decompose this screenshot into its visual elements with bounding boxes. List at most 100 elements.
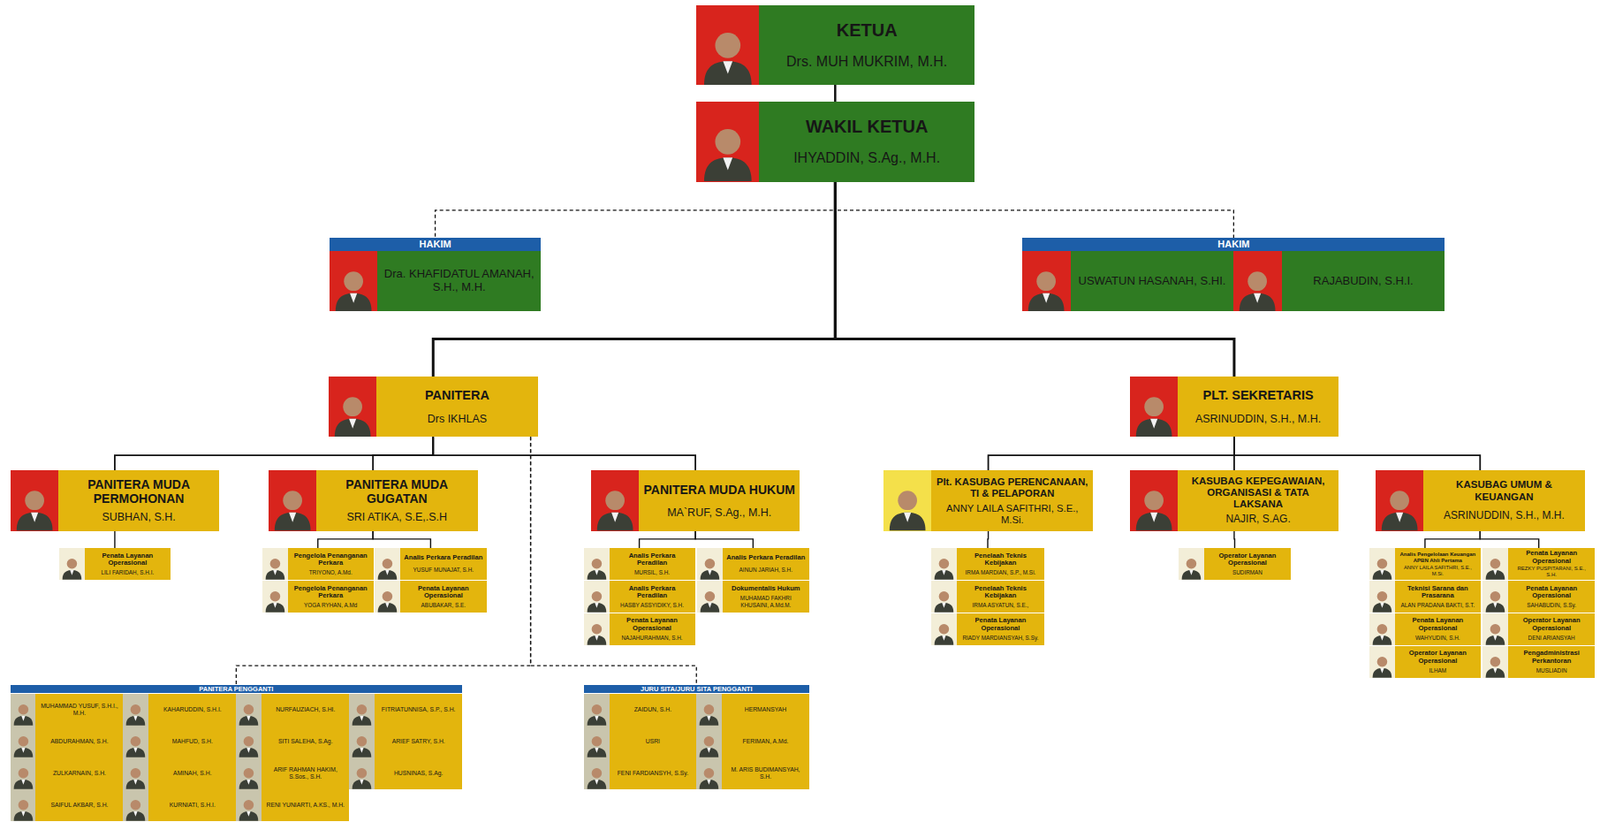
portrait-figure — [268, 470, 317, 531]
person-name: USWATUN HASANAH, S.HI. — [1074, 274, 1231, 289]
text-panel: NURFAUZIACH, S.HI. — [261, 693, 349, 726]
text-panel: ZULKARNAIN, S.H. — [35, 757, 123, 789]
head-box: PANITERADrs IKHLAS — [328, 376, 539, 437]
role-title: Penata Layanan Operasional — [403, 584, 484, 600]
staff-box: Operator Layanan OperasionalSUDIRMAN — [1178, 547, 1291, 580]
portrait-photo — [235, 757, 262, 789]
text-panel: MAHFUD, S.H. — [148, 725, 236, 758]
clerk-box: SAIFUL AKBAR, S.H. — [10, 788, 124, 821]
portrait-photo — [10, 470, 59, 531]
text-panel: KURNIATI, S.H.I. — [148, 788, 236, 821]
portrait-figure — [328, 376, 377, 437]
staff-box: Penata Layanan OperasionalRIADY MARDIANS… — [931, 613, 1044, 645]
text-panel: PANITERA MUDA GUGATAN SRI ATIKA, S.E,.S.H — [316, 470, 478, 531]
text-panel: Pengadministrasi PerkantoranMUSLIADIN — [1508, 645, 1595, 678]
person-name: ASRINUDDIN, S.H., M.H. — [1426, 509, 1581, 523]
person-name: SUDIRMAN — [1207, 568, 1288, 576]
header-band: PANITERA PENGGANTI — [10, 684, 463, 693]
text-panel: AMINAH, S.H. — [148, 757, 236, 789]
portrait-photo — [374, 547, 401, 580]
portrait-figure — [1369, 580, 1396, 613]
portrait-photo — [1369, 547, 1396, 580]
unit-head-box: KASUBAG UMUM & KEUANGAN ASRINUDDIN, S.H.,… — [1375, 470, 1585, 531]
org-connector — [318, 530, 373, 549]
person-name: IRMA ASYATUN, S.E., — [960, 601, 1040, 608]
role-title: Pengadministrasi Perkantoran — [1511, 649, 1592, 665]
portrait-photo — [696, 693, 722, 726]
judge-box: RAJABUDIN, S.H.I. — [1233, 250, 1445, 311]
portrait-photo — [931, 547, 957, 580]
role-title: WAKIL KETUA — [762, 116, 971, 137]
clerk-panel: PANITERA PENGGANTI MUHAMMAD YUSUF, S.H.I.… — [10, 684, 463, 821]
portrait-figure — [1369, 613, 1396, 645]
unit-head-box: PANITERA MUDA PERMOHONANSUBHAN, S.H. — [10, 470, 220, 531]
text-panel: Penata Layanan OperasionalRIADY MARDIANS… — [956, 613, 1044, 645]
clerk-box: KURNIATI, S.H.I. — [122, 788, 236, 821]
portrait-photo — [696, 725, 722, 758]
org-connector — [372, 530, 431, 549]
person-name: HAKIM — [1217, 239, 1250, 250]
clerk-box: AMINAH, S.H. — [122, 757, 236, 789]
person-name: SAHABUDIN, S.Sy. — [1511, 601, 1592, 608]
portrait-figure — [122, 757, 149, 789]
portrait-figure — [591, 470, 639, 531]
org-connector — [834, 181, 1234, 239]
person-name: MUHAMMAD YUSUF, S.H.I., M.H. — [38, 702, 120, 717]
portrait-figure — [262, 547, 289, 580]
portrait-figure — [10, 470, 59, 531]
portrait-figure — [348, 725, 375, 758]
portrait-photo — [122, 788, 149, 821]
staff-box: Operator Layanan OperasionalDENI ARIANSY… — [1482, 613, 1595, 645]
bailiff-box: USRI — [583, 725, 698, 758]
role-title: Penata Layanan Operasional — [960, 616, 1040, 632]
text-panel: Operator Layanan OperasionalDENI ARIANSY… — [1508, 613, 1595, 645]
person-name: SRI ATIKA, S.E,.S.H — [319, 510, 474, 524]
portrait-photo — [883, 470, 932, 531]
person-name: WAHYUDIN, S.H. — [1398, 634, 1478, 641]
text-panel: Penata Layanan OperasionalABUBAKAR, S.E. — [400, 580, 487, 613]
person-name: RAJABUDIN, S.H.I. — [1285, 274, 1442, 289]
staff-box: Penata Layanan OperasionalREZKY PUSPITAR… — [1482, 547, 1595, 580]
text-panel: Dokumentalis HukumMUHAMAD FAKHRI KHUSAIN… — [722, 580, 810, 613]
text-panel: PANITERA MUDA PERMOHONANSUBHAN, S.H. — [58, 470, 220, 531]
role-title: PANITERA MUDA GUGATAN — [319, 477, 474, 506]
person-name: ANNY LAILA SAFITHRI, S.E., M.Si. — [934, 502, 1089, 526]
person-name: YOGA RYHAN, A.Md — [291, 601, 371, 608]
text-panel: ZAIDUN, S.H. — [609, 693, 698, 726]
judge-box: USWATUN HASANAH, S.HI. — [1022, 250, 1234, 311]
text-panel: Analis Pengelolaan Keuangan APBN Ahli Pe… — [1395, 547, 1481, 580]
person-name: ILHAM — [1398, 667, 1478, 674]
text-panel: Analis Perkara PeradilanAINUN JARIAH, S.… — [722, 547, 810, 580]
portrait-figure — [235, 693, 262, 726]
staff-box: Penata Layanan OperasionalLILI FARIDAH, … — [59, 547, 171, 580]
portrait-figure — [374, 580, 401, 613]
role-title: Analis Perkara Peradilan — [403, 553, 484, 562]
role-title: Analis Perkara Peradilan — [726, 553, 806, 562]
portrait-figure — [1482, 547, 1509, 580]
bailiff-box: ZAIDUN, S.H. — [583, 693, 698, 726]
person-name: ALAN PRADANA BAKTI, S.T. — [1398, 601, 1478, 608]
person-name: DENI ARIANSYAH — [1511, 634, 1592, 641]
bailiff-box: M. ARIS BUDIMANSYAH, S.H. — [696, 757, 810, 789]
staff-box: Dokumentalis HukumMUHAMAD FAKHRI KHUSAIN… — [697, 580, 810, 613]
text-panel: SITI SALEHA, S.Ag. — [261, 725, 349, 758]
person-name: MUHAMAD FAKHRI KHUSAINI, A.Md.M. — [726, 594, 806, 608]
person-name: TRIYONO, A.Md. — [291, 568, 371, 576]
portrait-figure — [1129, 376, 1178, 437]
portrait-figure — [1369, 645, 1396, 678]
clerk-box: SITI SALEHA, S.Ag. — [235, 725, 349, 758]
text-panel: Operator Layanan OperasionalSUDIRMAN — [1204, 547, 1291, 580]
role-title: Penata Layanan Operasional — [1511, 549, 1592, 565]
staff-box: Analis Perkara PeradilanMURSIL, S.H. — [583, 547, 696, 580]
role-title: KASUBAG UMUM & KEUANGAN — [1426, 478, 1581, 502]
portrait-photo — [348, 725, 375, 758]
portrait-figure — [1178, 547, 1205, 580]
clerk-box: FITRIATUNNISA, S.P., S.H. — [348, 693, 463, 726]
text-panel: MUHAMMAD YUSUF, S.H.I., M.H. — [35, 693, 123, 726]
staff-box: Penata Layanan OperasionalSAHABUDIN, S.S… — [1482, 580, 1595, 613]
clerk-box: ABDURAHMAN, S.H. — [10, 725, 124, 758]
portrait-photo — [1178, 547, 1205, 580]
staff-box: Penata Layanan OperasionalWAHYUDIN, S.H. — [1369, 613, 1481, 645]
staff-box: Analis Perkara PeradilanHASBY ASSYIDIKY,… — [583, 580, 696, 613]
